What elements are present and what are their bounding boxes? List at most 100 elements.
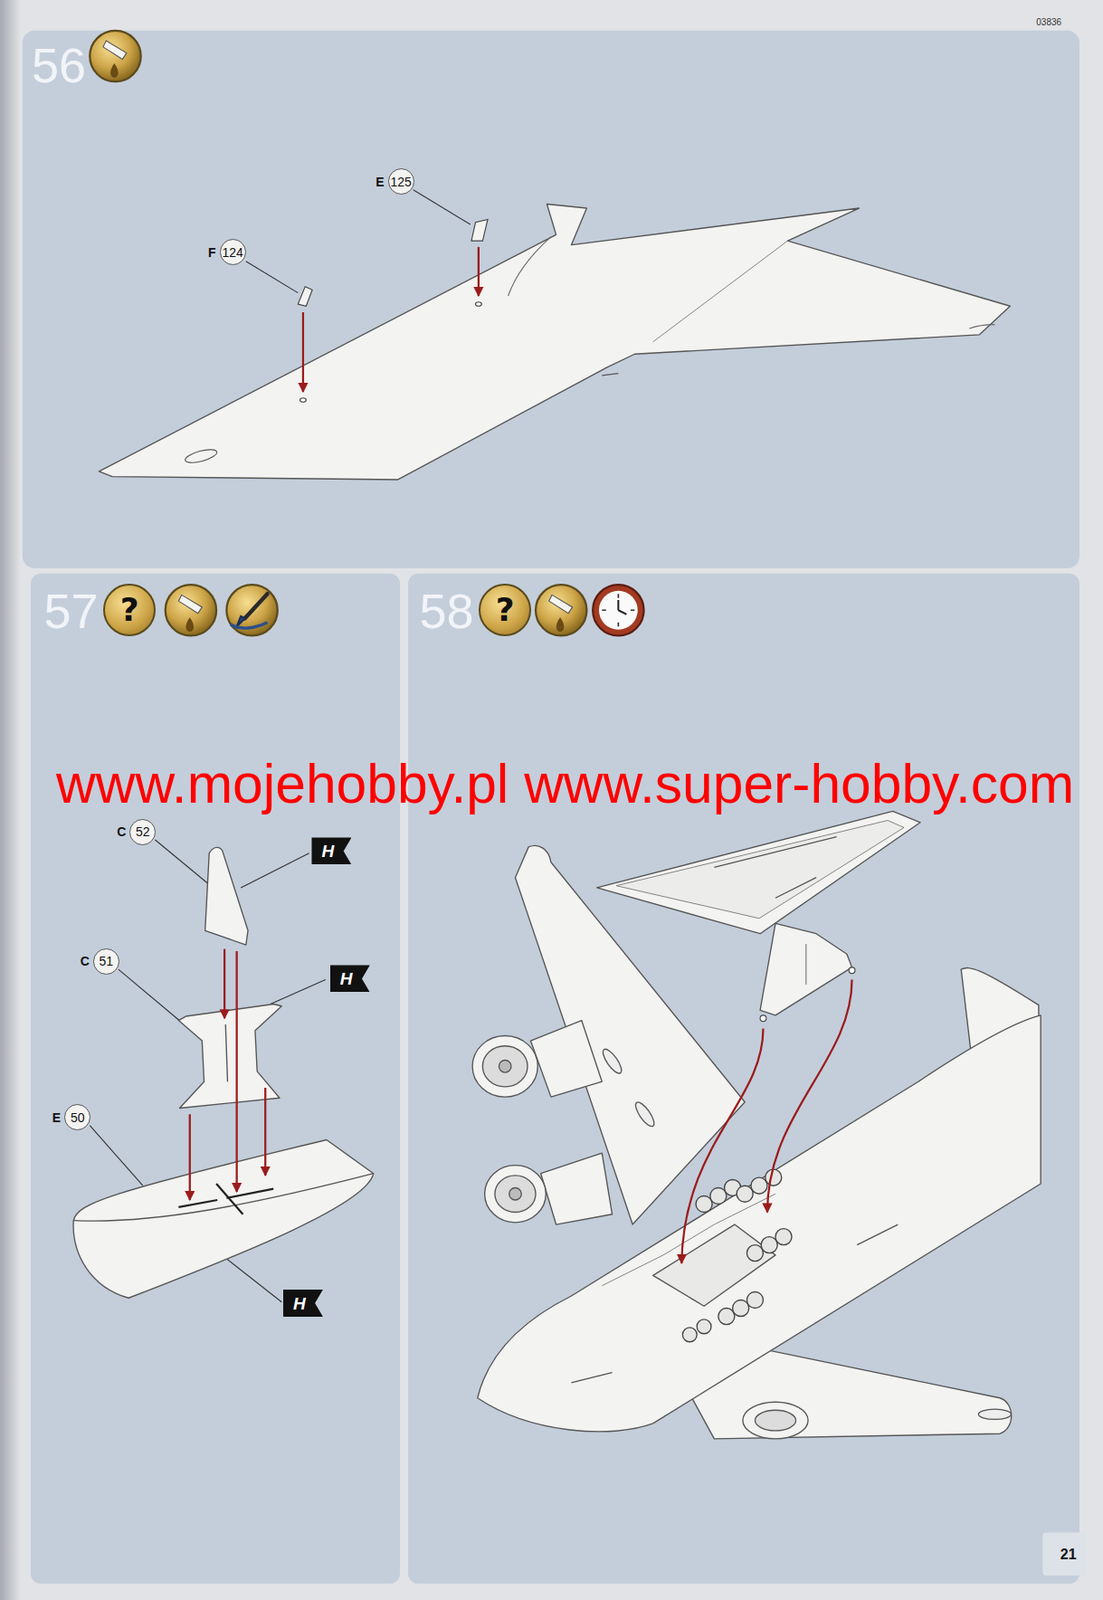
- icon-symbol: ?: [495, 593, 515, 627]
- paint-flag: H: [283, 1289, 324, 1317]
- clock-icon: [601, 593, 635, 627]
- assembly-arrow: [189, 1113, 191, 1200]
- aircraft-drawing: [484, 1165, 547, 1223]
- glue-icon: [103, 40, 127, 59]
- assembly-arrow: [236, 950, 238, 1192]
- glue-icon: [89, 30, 141, 82]
- page-ground: [0, 0, 21, 1600]
- step-panel: 57?C52HC51HE50H: [30, 573, 400, 1584]
- aircraft-drawing: [530, 1020, 602, 1098]
- landing-gear: [695, 1195, 713, 1212]
- tail-unit-drawing: [601, 373, 619, 376]
- callout-number: F124: [208, 238, 247, 266]
- sprue-letter: E: [375, 175, 384, 189]
- sprue-letter: E: [52, 1111, 61, 1124]
- part-number: 125: [388, 168, 415, 195]
- leader-line: [89, 1125, 143, 1187]
- watermark: www.mojehobby.pl www.super-hobby.com: [56, 753, 1075, 815]
- step-number: 56: [31, 40, 86, 90]
- landing-gear: [696, 1319, 712, 1334]
- landing-gear: [682, 1327, 697, 1342]
- step-panel: [408, 573, 1080, 1584]
- glue-icon: [178, 594, 202, 613]
- step-panel: [30, 573, 400, 1584]
- aircraft-drawing: [754, 1409, 796, 1431]
- paint-code: H: [293, 1294, 306, 1313]
- glue-icon: [110, 63, 119, 78]
- aircraft-drawing: [482, 1045, 528, 1087]
- display-stand: [805, 943, 807, 985]
- tail-unit-drawing: [98, 204, 1010, 480]
- leader-line: [246, 261, 299, 294]
- step-panel: [1042, 1532, 1085, 1576]
- assembly-arrow: [477, 247, 480, 296]
- callout-number: C51: [80, 948, 120, 975]
- icon-symbol: ?: [120, 593, 140, 627]
- assembly-arrow: [767, 979, 853, 1212]
- tail-unit-drawing: [183, 446, 219, 466]
- glue-icon: [535, 584, 587, 636]
- glue-icon: [186, 617, 195, 632]
- display-stand: [760, 1015, 767, 1022]
- aircraft-drawing: [541, 1152, 613, 1225]
- paint-icon: [226, 584, 277, 636]
- landing-gear: [682, 1169, 792, 1342]
- landing-gear: [751, 1177, 768, 1194]
- leader-line: [118, 969, 182, 1023]
- tail-unit-drawing: [969, 324, 995, 330]
- tail-unit-drawing: [300, 398, 307, 403]
- assembly-arrow: [264, 1087, 267, 1176]
- aircraft-drawing: [599, 1045, 625, 1075]
- landing-gear: [736, 1185, 753, 1202]
- sprue-letter: F: [208, 246, 217, 259]
- step-panel: [22, 30, 1080, 569]
- stand-part: [73, 1173, 374, 1221]
- landing-gear: [746, 1291, 763, 1308]
- landing-gear: [732, 1300, 750, 1317]
- leader-line: [240, 853, 310, 888]
- tail-unit-drawing: [475, 302, 482, 307]
- tail-unit-drawing: [508, 237, 552, 296]
- paint-code: H: [321, 842, 334, 860]
- display-stand: [848, 967, 856, 974]
- part-number: 124: [219, 238, 247, 266]
- leader-line: [224, 1256, 282, 1303]
- display-stand: [713, 836, 837, 899]
- stand-part: [205, 846, 248, 945]
- paint-icon: [230, 622, 268, 628]
- clock-icon: [592, 584, 644, 636]
- page-number: 21: [1060, 1546, 1077, 1563]
- display-stand: [760, 922, 852, 1015]
- clock-icon: [592, 584, 644, 636]
- assembly-arrow: [681, 1028, 763, 1264]
- display-stand: [616, 820, 904, 919]
- paint-code: H: [340, 969, 353, 988]
- assembly-arrow: [302, 312, 305, 392]
- sprue-letter: C: [80, 954, 90, 968]
- aircraft-drawing: [856, 1224, 898, 1246]
- aircraft-drawing: [498, 1060, 512, 1074]
- stand-part: [225, 1024, 228, 1082]
- paint-flag: H: [311, 836, 352, 865]
- glue-icon: [165, 584, 217, 636]
- help-icon: ?: [478, 583, 532, 637]
- landing-gear: [718, 1308, 735, 1325]
- leader-line: [270, 979, 326, 1004]
- part-number: 52: [129, 818, 156, 846]
- aircraft-drawing: [477, 1015, 1041, 1432]
- sprue-letter: C: [116, 825, 126, 838]
- callout-number: E 125: [375, 168, 414, 195]
- callout-number: E50: [52, 1103, 91, 1131]
- aircraft-drawing: [494, 1175, 536, 1213]
- landing-gear: [765, 1169, 782, 1186]
- clock-icon: [618, 599, 627, 615]
- step-number: 57: [43, 586, 98, 636]
- step-panel: [22, 30, 1086, 1584]
- aircraft-drawing: [514, 845, 745, 1225]
- leader-line: [89, 190, 471, 1303]
- small-part: [471, 218, 488, 241]
- aircraft-drawing: [632, 1099, 657, 1129]
